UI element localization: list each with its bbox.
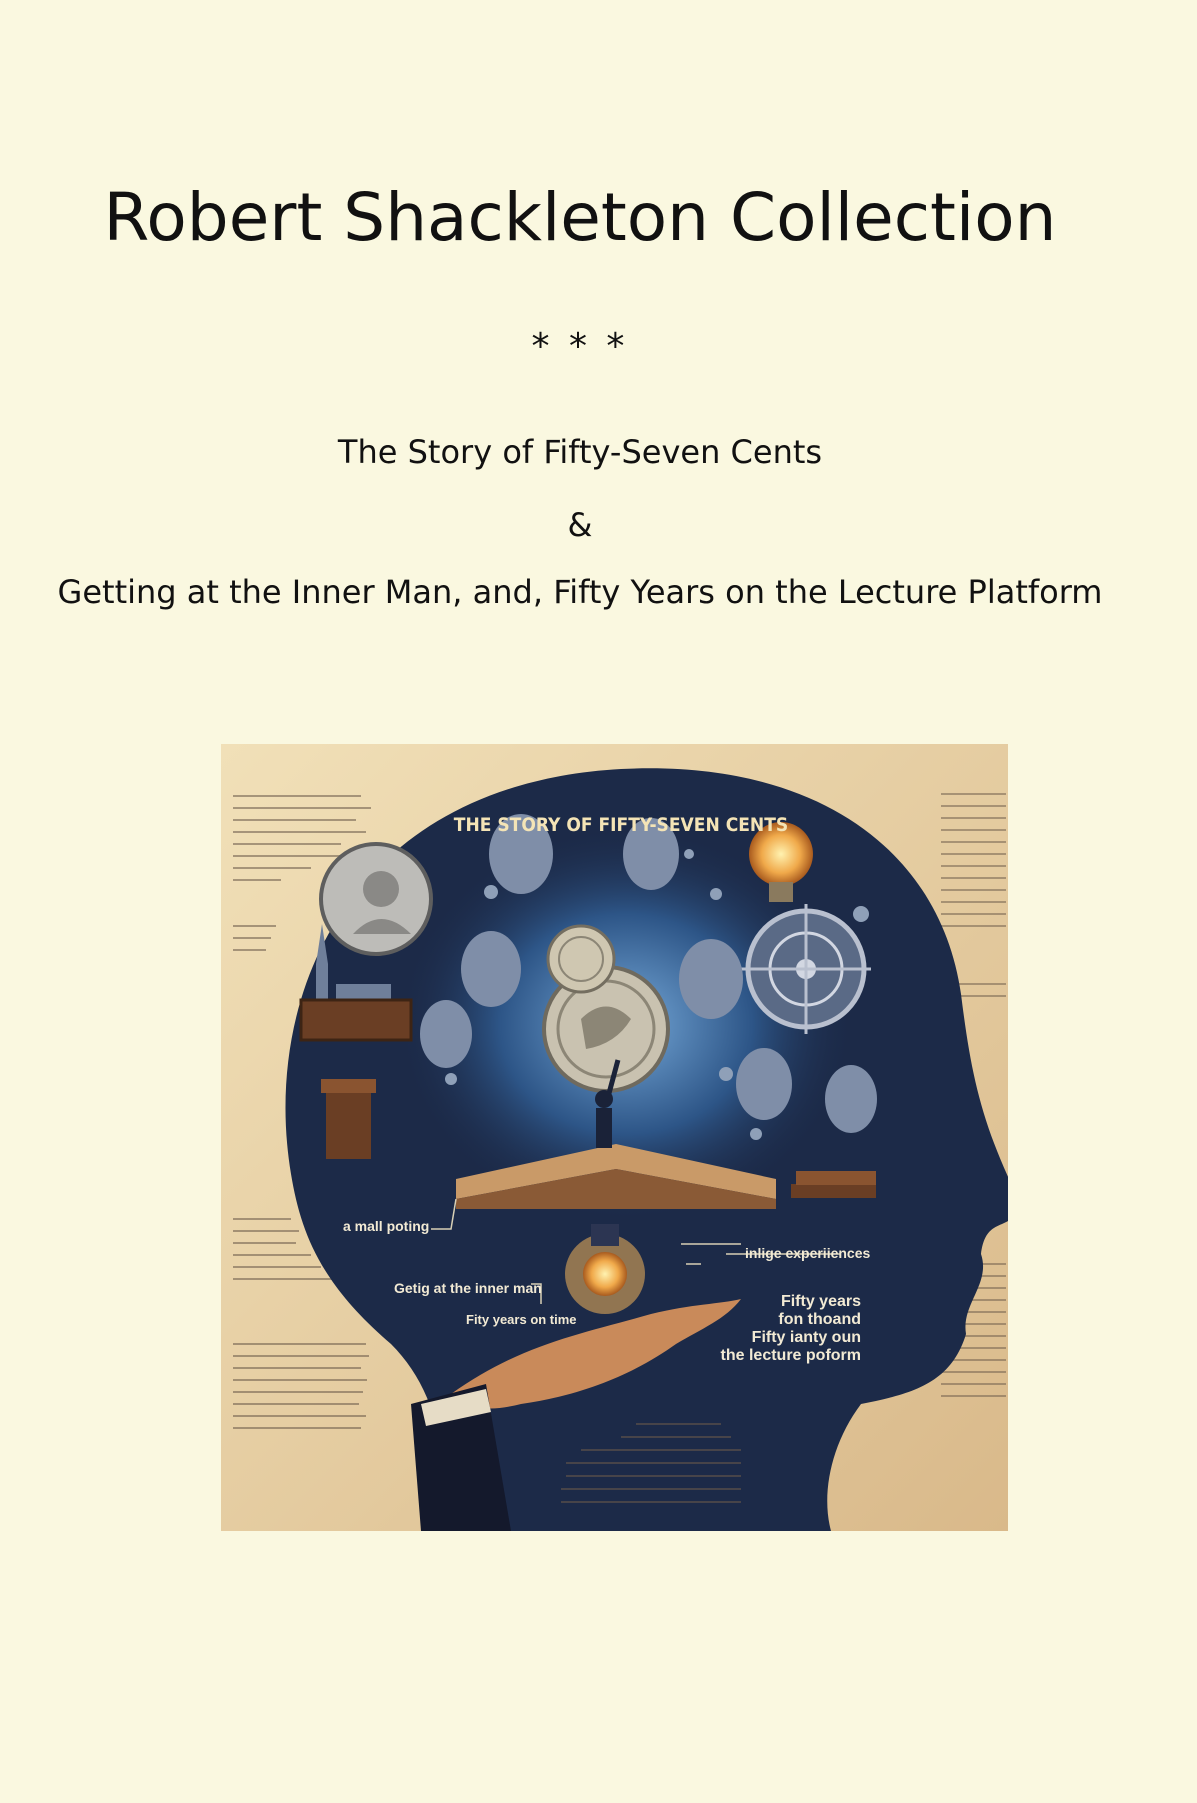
lightbulb-icon: [749, 822, 813, 902]
label-right-2d: the lecture poform: [721, 1347, 861, 1364]
portrait-faces: [420, 814, 877, 1133]
label-left-1: a mall poting: [343, 1218, 429, 1234]
portrait-coin: [319, 842, 433, 956]
faux-text-left: [233, 795, 371, 1429]
floating-coins: [445, 849, 869, 1140]
standing-figure: [595, 1059, 621, 1148]
ornate-medallion: [741, 904, 871, 1034]
faux-text-bottom: [561, 1423, 741, 1503]
cover-heading: THE STORY OF FIFTY-SEVEN CENTS: [454, 814, 788, 836]
work-title-2: Getting at the Inner Man, and, Fifty Yea…: [57, 573, 1103, 611]
cover-illustration: THE STORY OF FIFTY-SEVEN CENTS a mall po…: [221, 744, 1008, 1531]
label-left-3: Fity years on time: [466, 1312, 577, 1327]
label-right-2a: Fifty years: [781, 1293, 861, 1310]
callout-lines: [431, 1198, 841, 1304]
faux-text-right: [941, 793, 1006, 1397]
stack-of-books: [791, 1171, 876, 1198]
open-hand: [411, 1299, 741, 1531]
glowing-bulb: [565, 1224, 645, 1314]
collection-title: Robert Shackleton Collection: [103, 179, 1057, 256]
cover-labels: a mall poting Getig at the inner man Fit…: [343, 1218, 870, 1364]
label-right-1: inlige experiiences: [745, 1245, 870, 1261]
ampersand: &: [567, 506, 593, 544]
work-title-1: The Story of Fifty-Seven Cents: [337, 433, 823, 471]
building-and-lectern: [299, 924, 413, 1159]
open-book: [456, 1144, 776, 1209]
central-coin: [542, 965, 670, 1093]
small-coin: [546, 924, 616, 994]
cover-artwork: THE STORY OF FIFTY-SEVEN CENTS a mall po…: [221, 744, 1008, 1531]
label-left-2: Getig at the inner man: [394, 1280, 542, 1296]
section-separator: * * *: [531, 326, 629, 367]
label-right-2c: Fifty ianty oun: [752, 1329, 861, 1346]
label-right-2b: fon thoand: [778, 1311, 861, 1328]
